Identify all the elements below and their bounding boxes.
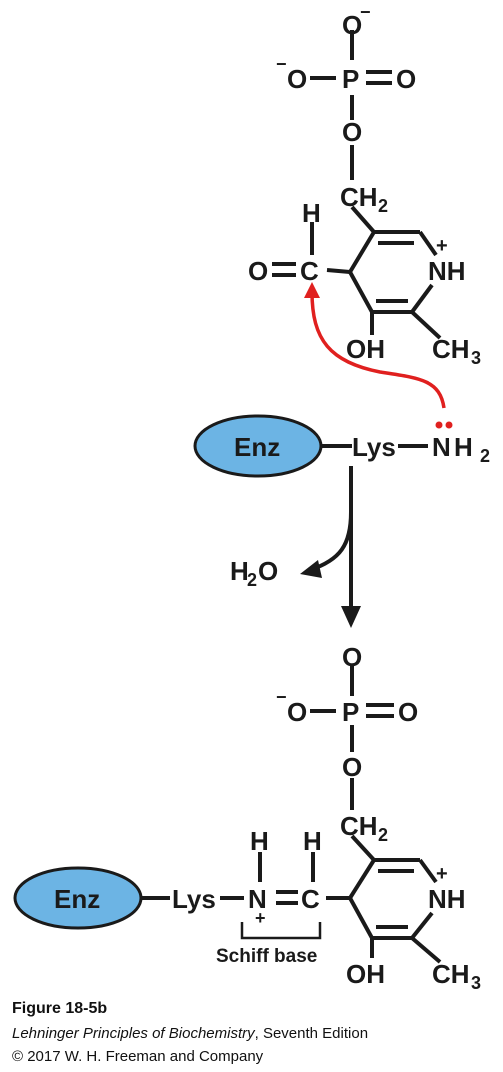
label-aldehyde-h: H (302, 198, 321, 228)
nucleophilic-attack-arrow (310, 291, 446, 409)
ring-b-5 (348, 897, 374, 939)
label-b-c: C (301, 884, 320, 914)
label-b-ch3: CH (432, 959, 470, 989)
label-schiff-base: Schiff base (216, 946, 317, 967)
label-o-left-minus: − (276, 54, 287, 74)
label-ring-nh: NH (428, 256, 466, 286)
label-aldehyde-c: C (300, 256, 319, 286)
label-b-ring-nh: NH (428, 884, 466, 914)
label-nh2-sub: 2 (480, 446, 490, 466)
label-oh: OH (346, 334, 385, 364)
label-p: P (342, 64, 359, 94)
label-b-n: N (248, 884, 267, 914)
figure-number: Figure 18-5b (12, 1000, 108, 1017)
label-o-top: O (342, 10, 362, 40)
label-water-sub: 2 (247, 570, 257, 590)
label-b-ch2-sub: 2 (378, 825, 388, 845)
label-enz-top: Enz (234, 432, 280, 462)
label-o-right: O (396, 64, 416, 94)
label-nh2-h: H (454, 432, 473, 462)
label-b-oh: OH (346, 959, 385, 989)
ring-bond-6 (348, 230, 376, 274)
label-b-h-c: H (303, 826, 322, 856)
label-o-top-minus: − (360, 2, 371, 22)
label-b-h-n: H (250, 826, 269, 856)
reaction-arrowhead (341, 606, 361, 628)
label-o-bottom: O (342, 117, 362, 147)
label-water-o: O (258, 556, 278, 586)
ring-bond-3 (410, 283, 434, 314)
label-enz-bottom: Enz (54, 884, 100, 914)
label-b-n-plus: + (255, 908, 266, 928)
book-edition: , Seventh Edition (254, 1025, 369, 1042)
book-citation: Lehninger Principles of Biochemistry, Se… (12, 1025, 368, 1042)
copyright-line: © 2017 W. H. Freeman and Company (12, 1048, 264, 1065)
label-b-o-left: O (287, 697, 307, 727)
label-ch2: CH (340, 182, 378, 212)
lone-pair-dot-1 (435, 421, 443, 429)
label-ch2-sub: 2 (378, 196, 388, 216)
label-ring-plus: + (436, 235, 448, 257)
bond-ch2-ring (350, 205, 376, 234)
enzyme-ellipse-bottom (13, 866, 143, 930)
plp-structure (272, 30, 442, 340)
ring-bond-2 (418, 230, 438, 257)
bond-b-ch2-ring (350, 834, 376, 862)
book-title: Lehninger Principles of Biochemistry (12, 1025, 255, 1042)
label-b-o-right: O (398, 697, 418, 727)
label-water-h: H (230, 556, 249, 586)
label-ch3-sub: 3 (471, 348, 481, 368)
lone-pair-dot-2 (445, 421, 453, 429)
label-b-ch2: CH (340, 811, 378, 841)
bond-ring-ch3 (410, 310, 442, 340)
label-b-ring-plus: + (436, 863, 448, 885)
label-b-o-top: O (342, 642, 362, 672)
schiff-base-bracket (240, 922, 322, 940)
bond-b-ring-ch3 (410, 936, 442, 964)
label-ch3: CH (432, 334, 470, 364)
water-release-arrow (309, 511, 353, 572)
label-b-o-bottom: O (342, 752, 362, 782)
label-o-left: O (287, 64, 307, 94)
ring-b-2 (418, 858, 438, 884)
ring-b-6 (348, 858, 376, 900)
label-nh2-n: N (432, 432, 451, 462)
label-aldehyde-o: O (248, 256, 268, 286)
ring-bond-5 (348, 271, 374, 313)
label-b-ch3-sub: 3 (471, 973, 481, 993)
label-b-p: P (342, 697, 359, 727)
label-lys-top: Lys (352, 432, 396, 462)
ring-b-3 (410, 911, 434, 940)
label-lys-bottom: Lys (172, 884, 216, 914)
label-b-o-left-minus: − (276, 687, 287, 707)
nucleophilic-attack-arrowhead (304, 282, 320, 298)
bond-c-ring (326, 268, 351, 274)
water-release-arrowhead (300, 560, 322, 578)
schiff-base-structure (141, 666, 442, 964)
